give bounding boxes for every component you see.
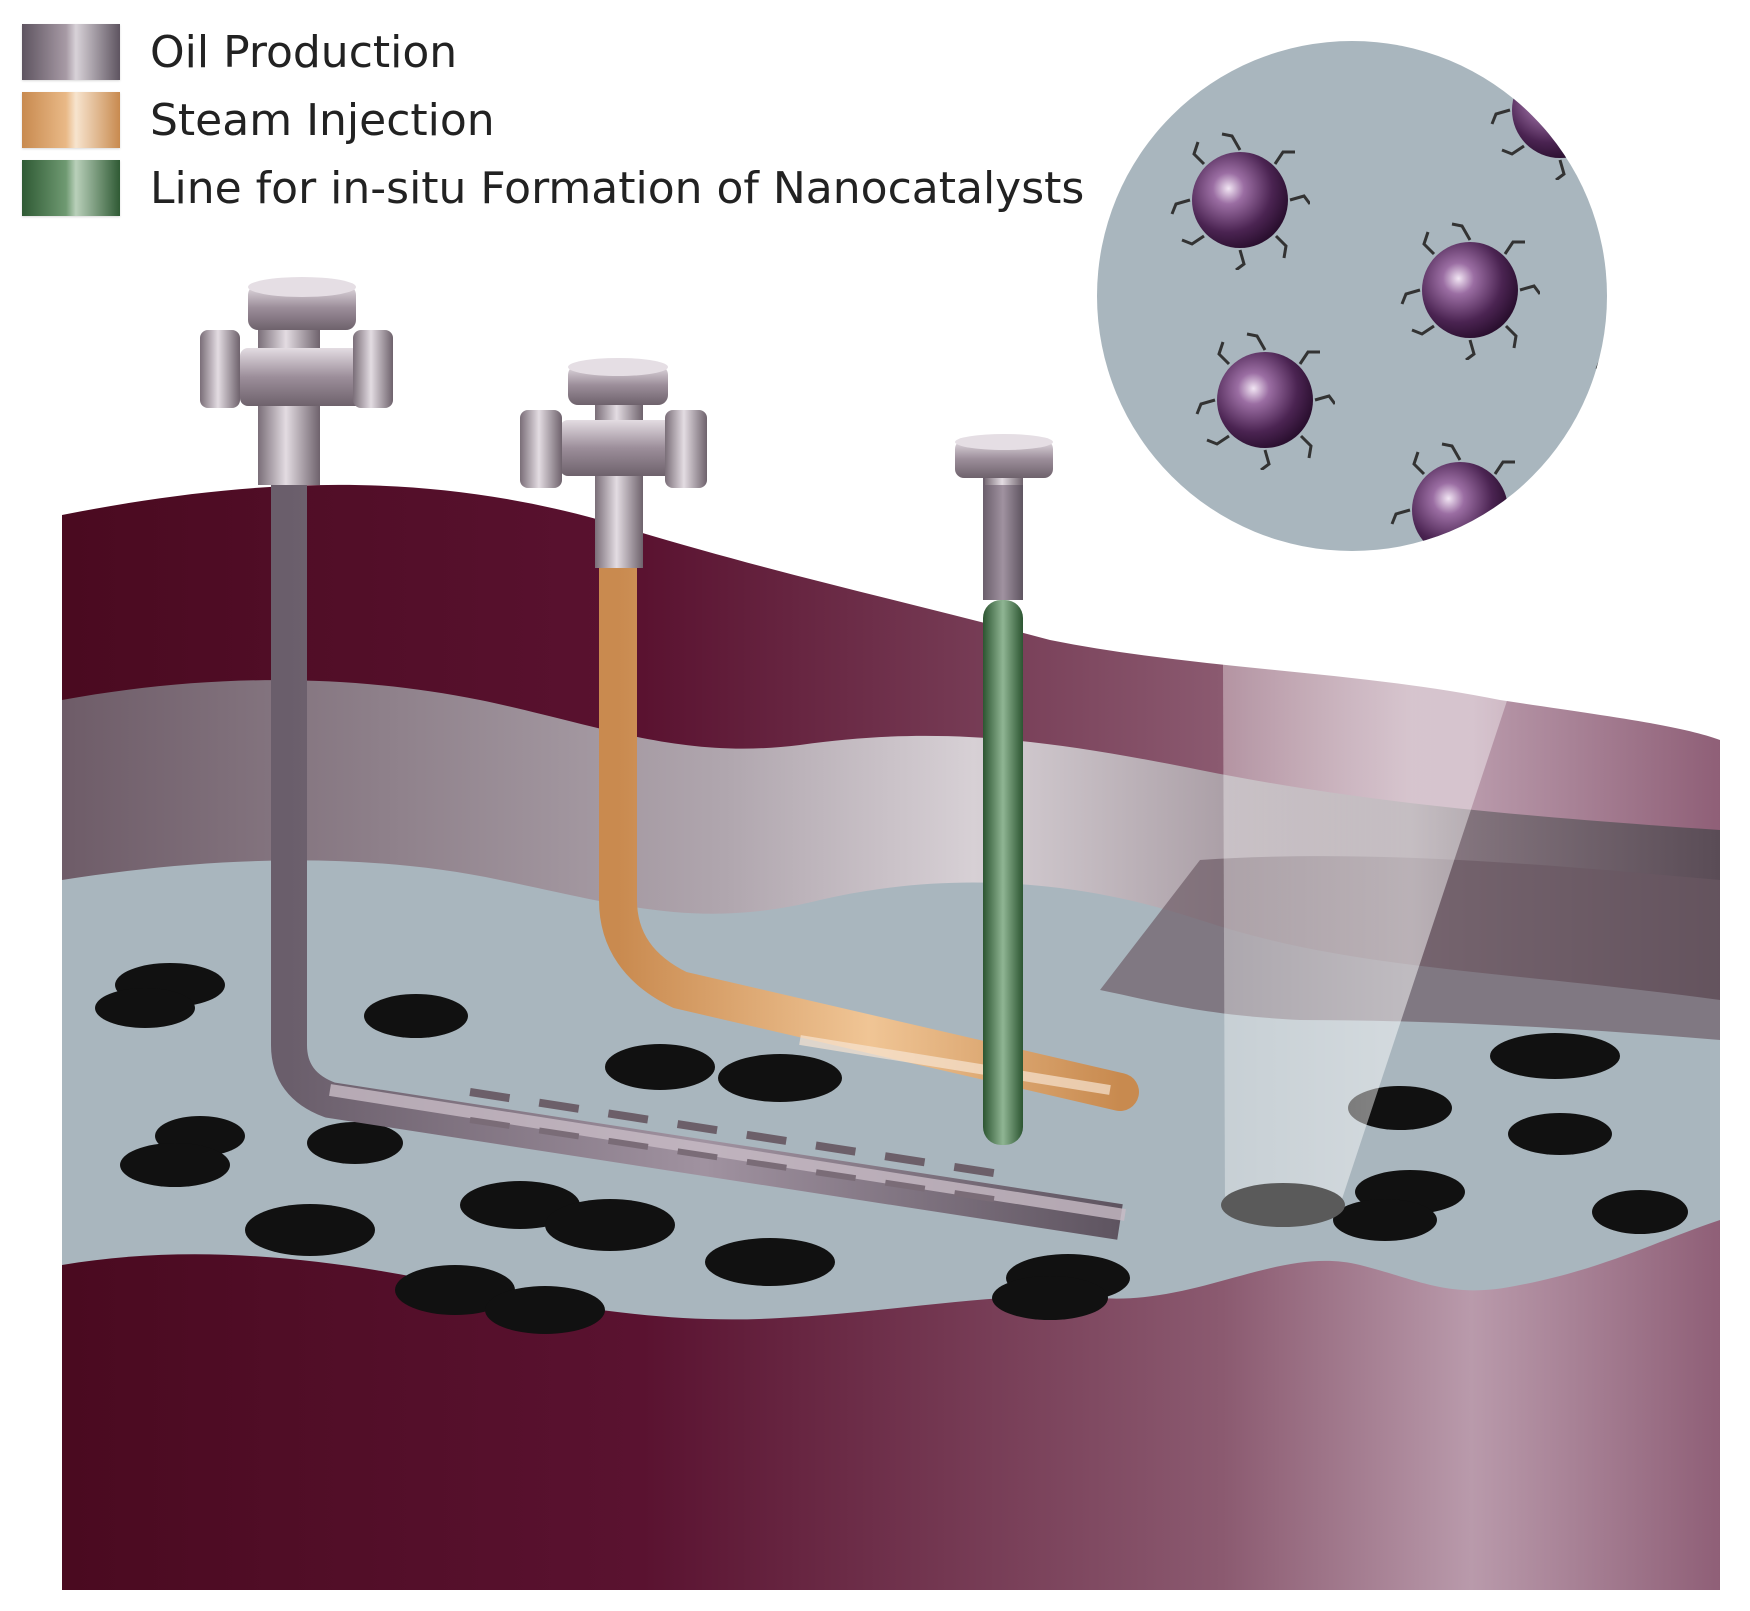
legend-label: Oil Production — [150, 26, 458, 78]
legend-item-steam-injection: Steam Injection — [22, 86, 1084, 154]
wellhead-valve-icon — [520, 358, 707, 568]
perforations — [469, 1088, 1001, 1178]
legend: Oil Production Steam Injection Line for … — [22, 18, 1084, 222]
magnified-nanoparticle-view — [1097, 41, 1607, 551]
zoom-beam — [1222, 400, 1600, 1205]
wellhead-valve-icon — [955, 434, 1053, 485]
steam-injection-well — [599, 546, 1139, 1111]
nanocatalyst-line — [983, 470, 1023, 1145]
legend-label: Steam Injection — [150, 94, 495, 146]
legend-item-oil-production: Oil Production — [22, 18, 1084, 86]
oil-droplets — [95, 963, 1688, 1334]
legend-item-nanocatalyst-line: Line for in-situ Formation of Nanocataly… — [22, 154, 1084, 222]
legend-swatch-nanocatalyst-line — [22, 160, 120, 216]
legend-swatch-steam-injection — [22, 92, 120, 148]
wellhead-valve-icon — [200, 277, 393, 485]
oil-production-well — [271, 480, 1126, 1240]
zoom-spot — [1221, 1183, 1345, 1227]
legend-label: Line for in-situ Formation of Nanocataly… — [150, 162, 1085, 214]
legend-swatch-oil-production — [22, 24, 120, 80]
nanoparticle-icon — [1595, 287, 1607, 425]
